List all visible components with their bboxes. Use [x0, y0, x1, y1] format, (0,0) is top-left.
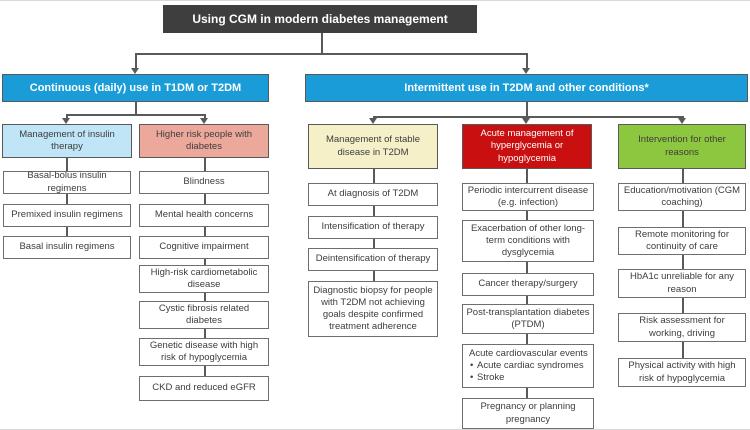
- flow-node: CKD and reduced eGFR: [139, 376, 269, 401]
- connector-line: [682, 255, 684, 269]
- flow-node: Diagnostic biopsy for people with T2DM n…: [308, 281, 438, 337]
- flow-node: Education/motivation (CGM coaching): [618, 183, 746, 211]
- flow-node: Cystic fibrosis related diabetes: [139, 301, 269, 329]
- node-bullet: Stroke: [467, 372, 589, 384]
- connector-line: [373, 271, 375, 281]
- category-intervention-other: Intervention for other reasons: [618, 124, 746, 169]
- connector-line: [135, 53, 527, 55]
- connector-line: [682, 211, 684, 227]
- flow-node: Mental health concerns: [139, 204, 269, 227]
- category-acute-management: Acute management of hyperglycemia or hyp…: [462, 124, 592, 169]
- flow-node: Pregnancy or planning pregnancy: [462, 398, 594, 429]
- branch-continuous-header: Continuous (daily) use in T1DM or T2DM: [2, 74, 269, 102]
- flow-node: Exacerbation of other long-term conditio…: [462, 220, 594, 262]
- branch-intermittent-header: Intermittent use in T2DM and other condi…: [305, 74, 748, 102]
- arrow-down-icon: [200, 118, 208, 124]
- connector-line: [526, 211, 528, 220]
- arrow-down-icon: [369, 118, 377, 124]
- arrow-down-icon: [522, 118, 530, 124]
- arrow-down-icon: [131, 68, 139, 74]
- flowchart-title: Using CGM in modern diabetes management: [163, 5, 477, 33]
- arrow-down-icon: [522, 68, 530, 74]
- connector-line: [204, 259, 206, 265]
- connector-line: [204, 158, 206, 171]
- connector-line: [135, 53, 137, 68]
- connector-line: [204, 194, 206, 204]
- connector-line: [204, 293, 206, 301]
- connector-line: [373, 116, 375, 119]
- flow-node: Physical activity with high risk of hypo…: [618, 358, 746, 387]
- connector-line: [373, 206, 375, 216]
- node-bullet: Acute cardiac syndromes: [467, 360, 589, 372]
- arrow-down-icon: [678, 118, 686, 124]
- connector-line: [66, 114, 68, 119]
- connector-line: [66, 114, 205, 116]
- connector-line: [66, 158, 68, 171]
- connector-line: [373, 239, 375, 248]
- connector-line: [204, 227, 206, 236]
- flow-node: Basal-bolus insulin regimens: [3, 170, 131, 194]
- connector-line: [204, 114, 206, 119]
- node-title: Acute cardiovascular events: [469, 347, 588, 359]
- flow-node: Deintensification of therapy: [308, 248, 438, 271]
- connector-line: [321, 33, 323, 53]
- connector-line: [66, 194, 68, 204]
- flow-node: HbA1c unreliable for any reason: [618, 269, 746, 298]
- category-stable-t2dm: Management of stable disease in T2DM: [308, 124, 438, 169]
- flow-node: At diagnosis of T2DM: [308, 183, 438, 206]
- flow-node: Cognitive impairment: [139, 236, 269, 259]
- connector-line: [526, 334, 528, 344]
- connector-line: [135, 102, 137, 114]
- category-higher-risk: Higher risk people with diabetes: [139, 124, 269, 158]
- connector-line: [682, 342, 684, 358]
- connector-line: [526, 296, 528, 304]
- flow-node: Basal insulin regimens: [3, 236, 131, 259]
- flow-node: Periodic intercurrent disease (e.g. infe…: [462, 183, 594, 211]
- connector-line: [526, 169, 528, 183]
- flow-node: Remote monitoring for continuity of care: [618, 227, 746, 255]
- connector-line: [526, 102, 528, 116]
- connector-line: [204, 329, 206, 338]
- connector-line: [682, 116, 684, 119]
- flow-node: High-risk cardiometabolic disease: [139, 265, 269, 293]
- flow-node: Genetic disease with high risk of hypogl…: [139, 338, 269, 366]
- category-insulin-therapy: Management of insulin therapy: [2, 124, 132, 158]
- connector-line: [682, 298, 684, 313]
- flow-node: Premixed insulin regimens: [3, 204, 131, 227]
- flow-node: Intensification of therapy: [308, 216, 438, 239]
- connector-line: [526, 116, 528, 119]
- flow-node: Cancer therapy/surgery: [462, 273, 594, 296]
- connector-line: [66, 227, 68, 236]
- connector-line: [526, 262, 528, 273]
- connector-line: [526, 53, 528, 68]
- connector-line: [373, 116, 683, 118]
- flow-node: Post-transplantation diabetes (PTDM): [462, 304, 594, 334]
- arrow-down-icon: [62, 118, 70, 124]
- connector-line: [204, 366, 206, 376]
- connector-line: [682, 169, 684, 183]
- connector-line: [373, 169, 375, 183]
- flow-node: Blindness: [139, 171, 269, 194]
- flow-node: Risk assessment for working, driving: [618, 313, 746, 342]
- connector-line: [526, 388, 528, 398]
- flow-node-acute-cv-events: Acute cardiovascular events Acute cardia…: [462, 344, 594, 388]
